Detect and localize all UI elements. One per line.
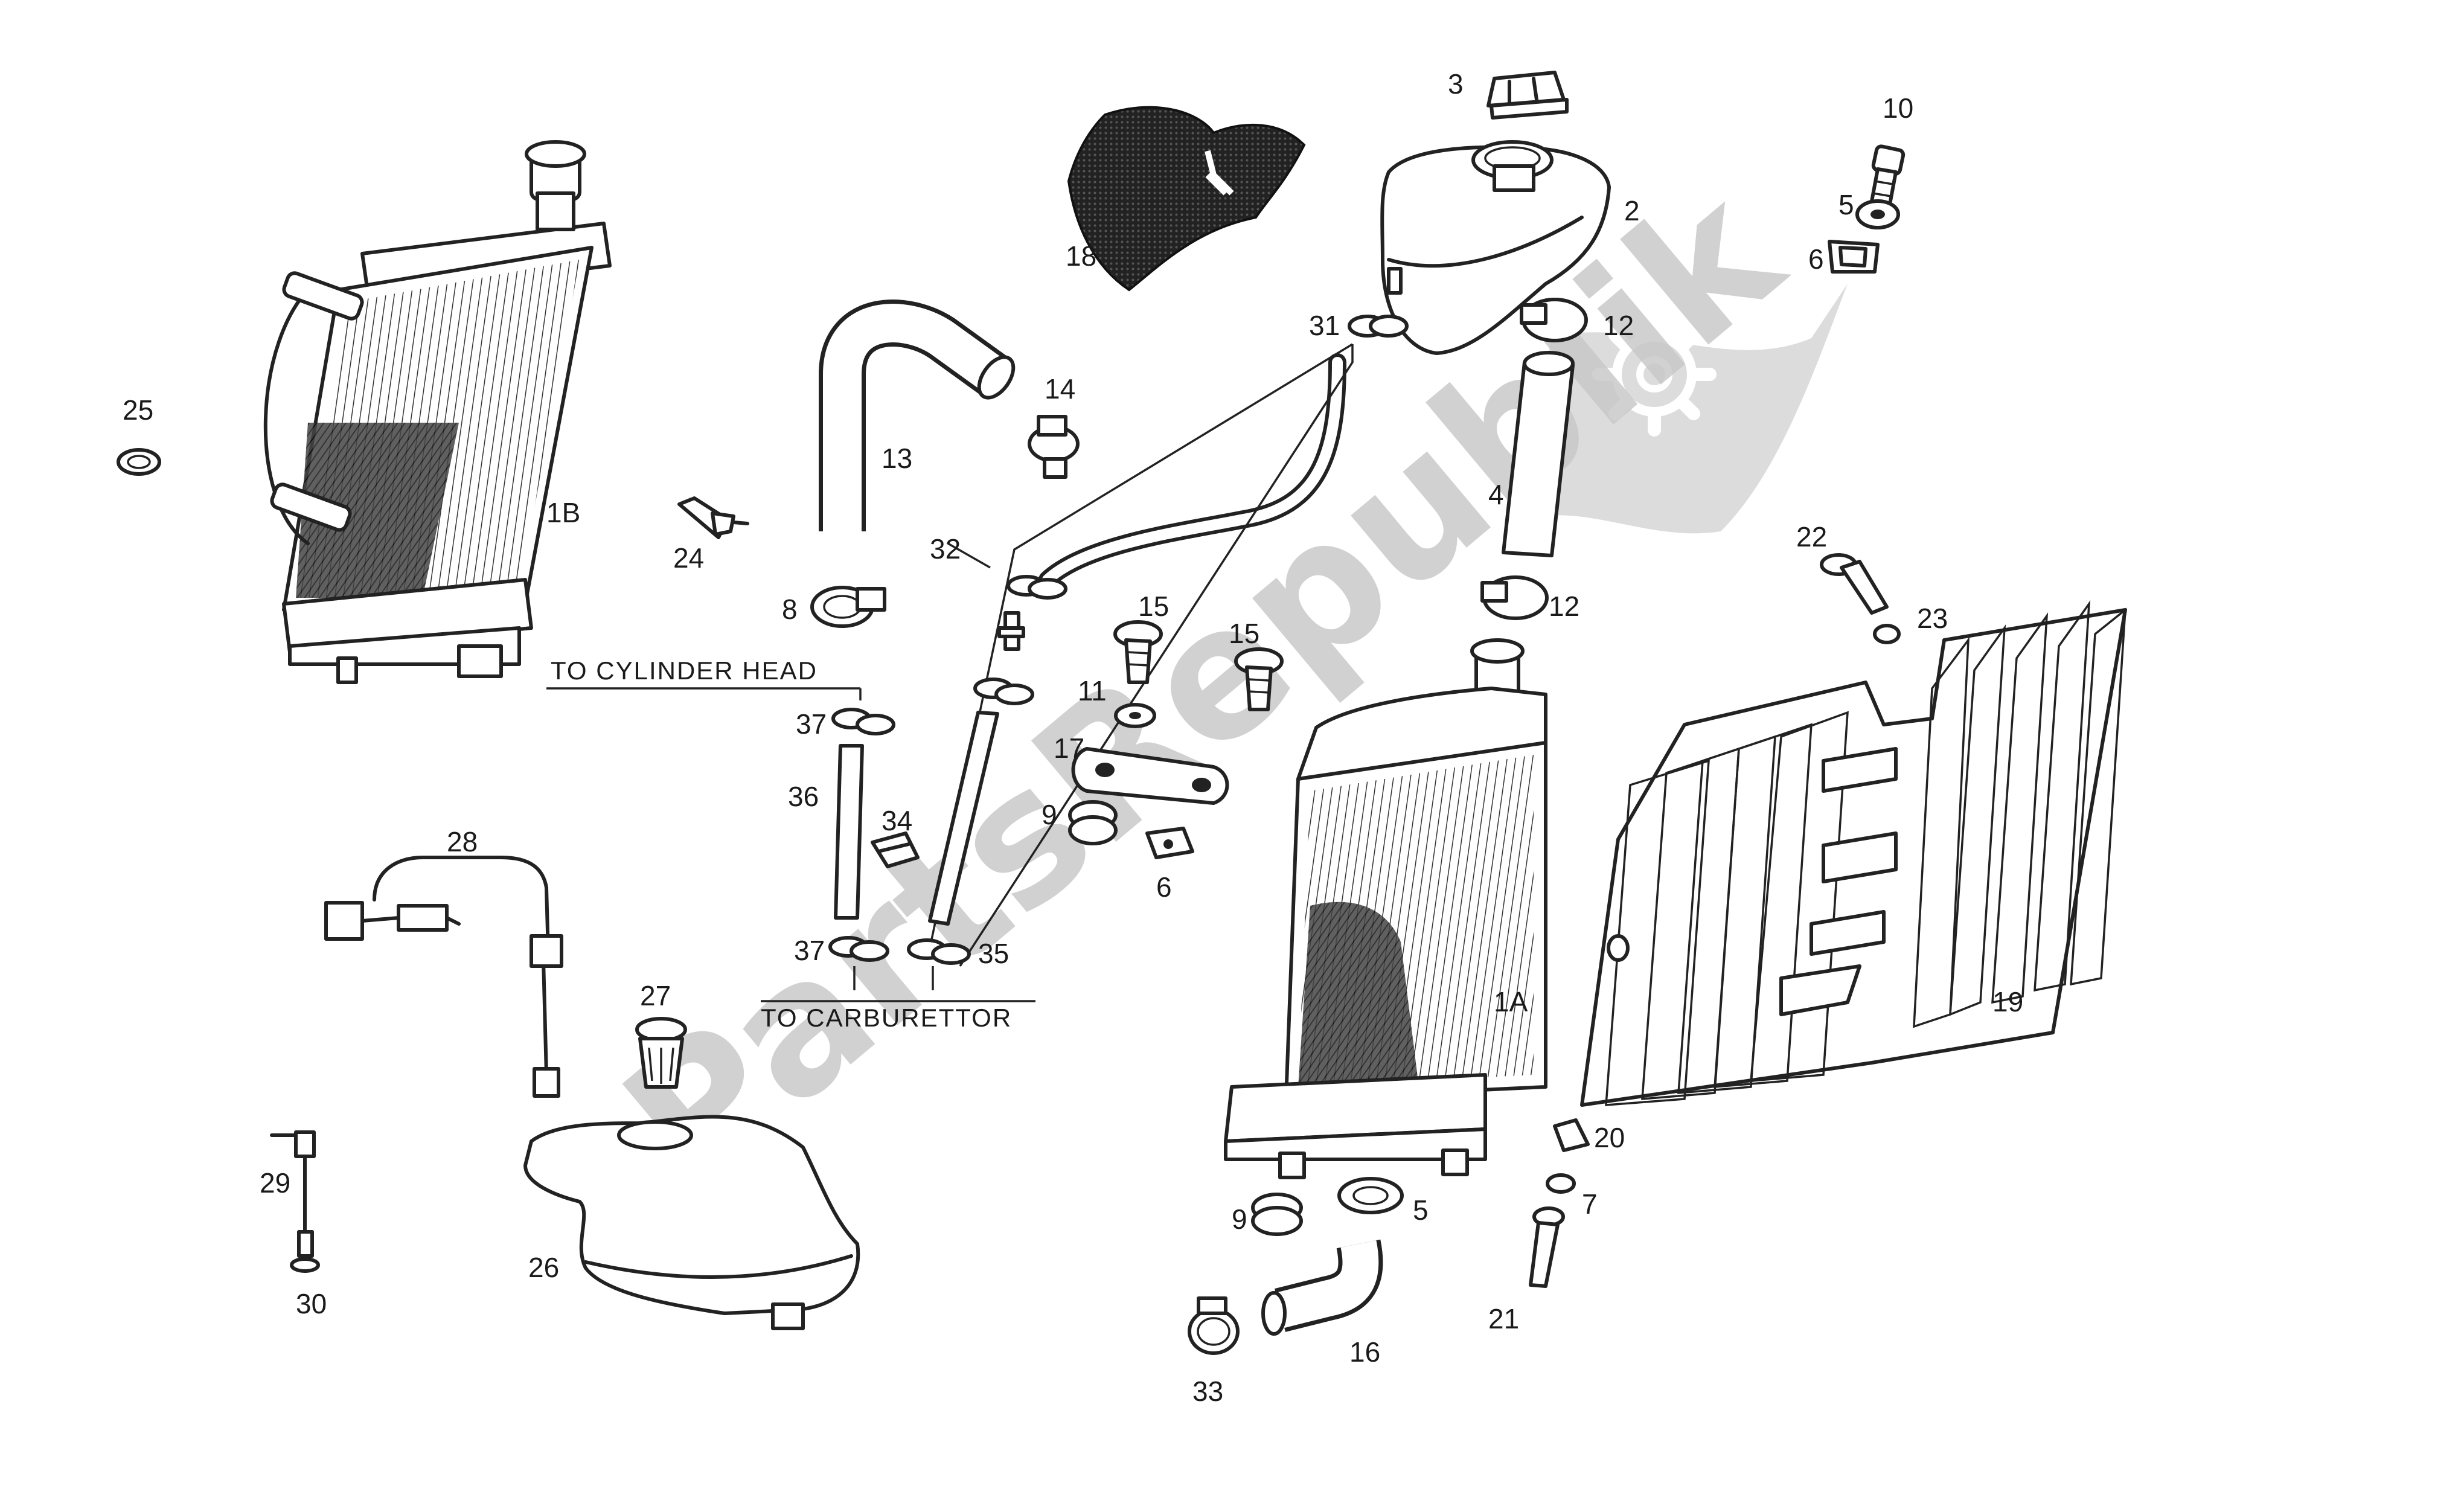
part-16-lower-hose xyxy=(1261,1239,1383,1336)
callout-12-upper: 12 xyxy=(1603,310,1634,341)
callout-37-upper: 37 xyxy=(796,708,827,740)
callout-1a: 1A xyxy=(1494,986,1528,1017)
part-29-fitting xyxy=(270,1130,316,1258)
part-hose-lower xyxy=(928,711,999,926)
callout-19: 19 xyxy=(1992,986,2023,1017)
callout-14: 14 xyxy=(1045,373,1075,405)
part-2-expansion-tank xyxy=(1380,140,1611,355)
callout-22: 22 xyxy=(1796,521,1827,553)
callout-10: 10 xyxy=(1883,92,1913,124)
part-3-cap xyxy=(1486,71,1569,120)
part-30-o-ring xyxy=(290,1257,320,1273)
part-11-washer xyxy=(1114,703,1156,728)
callout-13: 13 xyxy=(882,443,912,474)
routing-lines xyxy=(546,687,1035,1002)
part-27-filler-cap xyxy=(635,1017,687,1089)
part-12-clamp-lower xyxy=(1480,575,1549,620)
callout-31: 31 xyxy=(1309,310,1340,341)
callout-11: 11 xyxy=(1078,675,1107,706)
part-35-clip xyxy=(907,938,971,965)
callout-5-bottom: 5 xyxy=(1413,1194,1429,1226)
part-18-foam-pad xyxy=(1067,106,1306,292)
part-34-clip xyxy=(871,831,920,868)
part-9-grommet-lower xyxy=(1251,1193,1303,1236)
callout-21: 21 xyxy=(1488,1303,1519,1334)
callout-17: 17 xyxy=(1054,732,1084,764)
callout-8: 8 xyxy=(782,594,798,625)
part-7-washer xyxy=(1546,1173,1576,1194)
callout-12-lower: 12 xyxy=(1549,591,1579,622)
part-19-radiator-guard xyxy=(1580,600,2127,1107)
callout-4: 4 xyxy=(1488,479,1504,510)
part-14-clamp xyxy=(1028,415,1080,479)
part-6-nut-center xyxy=(1145,827,1194,859)
part-8-clamp xyxy=(810,586,886,628)
callout-9-upper: 9 xyxy=(1042,799,1057,830)
callout-33: 33 xyxy=(1192,1376,1223,1407)
callout-16: 16 xyxy=(1349,1336,1380,1368)
callout-3: 3 xyxy=(1448,68,1464,100)
callout-5-top: 5 xyxy=(1838,189,1854,220)
callout-37-lower: 37 xyxy=(794,935,825,966)
callout-6-top: 6 xyxy=(1808,243,1824,275)
callout-30: 30 xyxy=(296,1288,327,1319)
part-31-clip xyxy=(1348,315,1409,338)
part-hose-clip-b xyxy=(973,678,1034,705)
callout-24: 24 xyxy=(673,542,704,574)
callout-18: 18 xyxy=(1066,240,1096,272)
callout-28: 28 xyxy=(447,826,478,857)
callout-25: 25 xyxy=(123,394,153,426)
part-21-screw xyxy=(1529,1206,1565,1288)
part-1a-radiator-right xyxy=(1224,638,1547,1179)
part-5-washer-top xyxy=(1855,199,1900,229)
part-15-screw-b xyxy=(1234,647,1284,711)
part-23-washer xyxy=(1873,624,1901,644)
callout-35: 35 xyxy=(978,938,1009,969)
part-6-nut-top xyxy=(1828,240,1880,274)
gear-icon xyxy=(1592,312,1717,437)
callout-32: 32 xyxy=(930,533,961,565)
callout-29: 29 xyxy=(260,1167,290,1199)
callout-23: 23 xyxy=(1917,603,1948,634)
part-15-screw-a xyxy=(1113,620,1163,684)
part-5-gasket-lower xyxy=(1337,1177,1404,1214)
part-20-nut xyxy=(1553,1118,1590,1152)
label-to-cylinder-head: TO CYLINDER HEAD xyxy=(551,656,818,685)
part-33-clamp xyxy=(1188,1296,1240,1355)
part-17-bracket xyxy=(1071,747,1229,805)
part-hose-connector xyxy=(997,611,1025,651)
part-13-hose xyxy=(819,300,1016,531)
callout-9-lower: 9 xyxy=(1232,1203,1247,1235)
part-24-sensor xyxy=(677,496,749,539)
callout-26: 26 xyxy=(528,1252,559,1283)
part-22-screw xyxy=(1820,553,1889,615)
part-26-reservoir xyxy=(523,1115,860,1330)
callout-15-a: 15 xyxy=(1138,591,1169,622)
callout-6-center: 6 xyxy=(1156,871,1172,903)
callout-36: 36 xyxy=(788,781,819,812)
part-9-grommet-upper xyxy=(1068,800,1118,845)
part-28-temperature-sensor xyxy=(324,856,563,1098)
part-4-hose xyxy=(1502,351,1575,557)
part-12-clamp-upper xyxy=(1520,298,1588,342)
part-hose-clip-a xyxy=(1006,575,1067,600)
callout-1b: 1B xyxy=(546,497,580,528)
part-25-clamp xyxy=(117,448,161,476)
part-37-clip-upper xyxy=(831,708,895,735)
callout-7: 7 xyxy=(1582,1188,1598,1220)
callout-27: 27 xyxy=(640,980,671,1011)
part-1b-radiator-left xyxy=(263,140,612,684)
callout-2: 2 xyxy=(1624,195,1640,226)
callout-34: 34 xyxy=(882,805,912,836)
callout-15-b: 15 xyxy=(1229,618,1259,649)
part-36-hose xyxy=(834,744,864,920)
callout-20: 20 xyxy=(1594,1122,1625,1153)
part-37-clip-lower xyxy=(828,936,889,962)
label-to-carburettor: TO CARBURETTOR xyxy=(761,1004,1012,1032)
